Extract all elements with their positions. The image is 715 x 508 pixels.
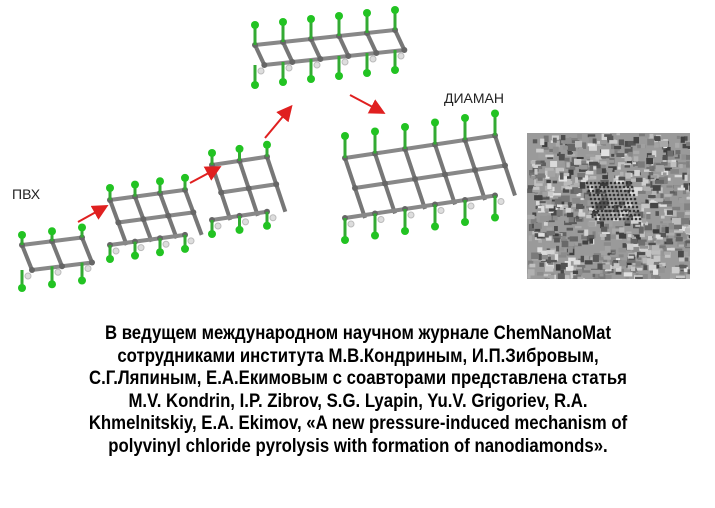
intermediate-molecule-1	[106, 174, 202, 263]
caption-line: Khmelnitskiy, E.A. Ekimov, «A new pressu…	[31, 412, 685, 435]
arrow-1	[78, 207, 105, 222]
diamane-molecule	[341, 110, 515, 245]
diaman-label: ДИАМАН	[444, 90, 504, 106]
caption-line: polyvinyl chloride pyrolysis with format…	[31, 435, 685, 458]
caption-line: M.V. Kondrin, I.P. Zibrov, S.G. Lyapin, …	[31, 390, 685, 413]
pvc-molecule	[18, 224, 95, 293]
tem-micrograph	[527, 133, 690, 279]
intermediate-molecule-2	[208, 141, 285, 238]
caption: В ведущем международном научном журнале …	[0, 322, 715, 457]
caption-line: В ведущем международном научном журнале …	[31, 322, 685, 345]
pvc-label: ПВХ	[12, 186, 40, 202]
arrow-3	[265, 108, 290, 138]
caption-line: С.Г.Ляпиным, Е.А.Екимовым с соавторами п…	[31, 367, 685, 390]
caption-line: сотрудниками института М.В.Кондриным, И.…	[31, 345, 685, 368]
polymer-molecule	[251, 6, 407, 89]
arrow-4	[350, 95, 382, 112]
